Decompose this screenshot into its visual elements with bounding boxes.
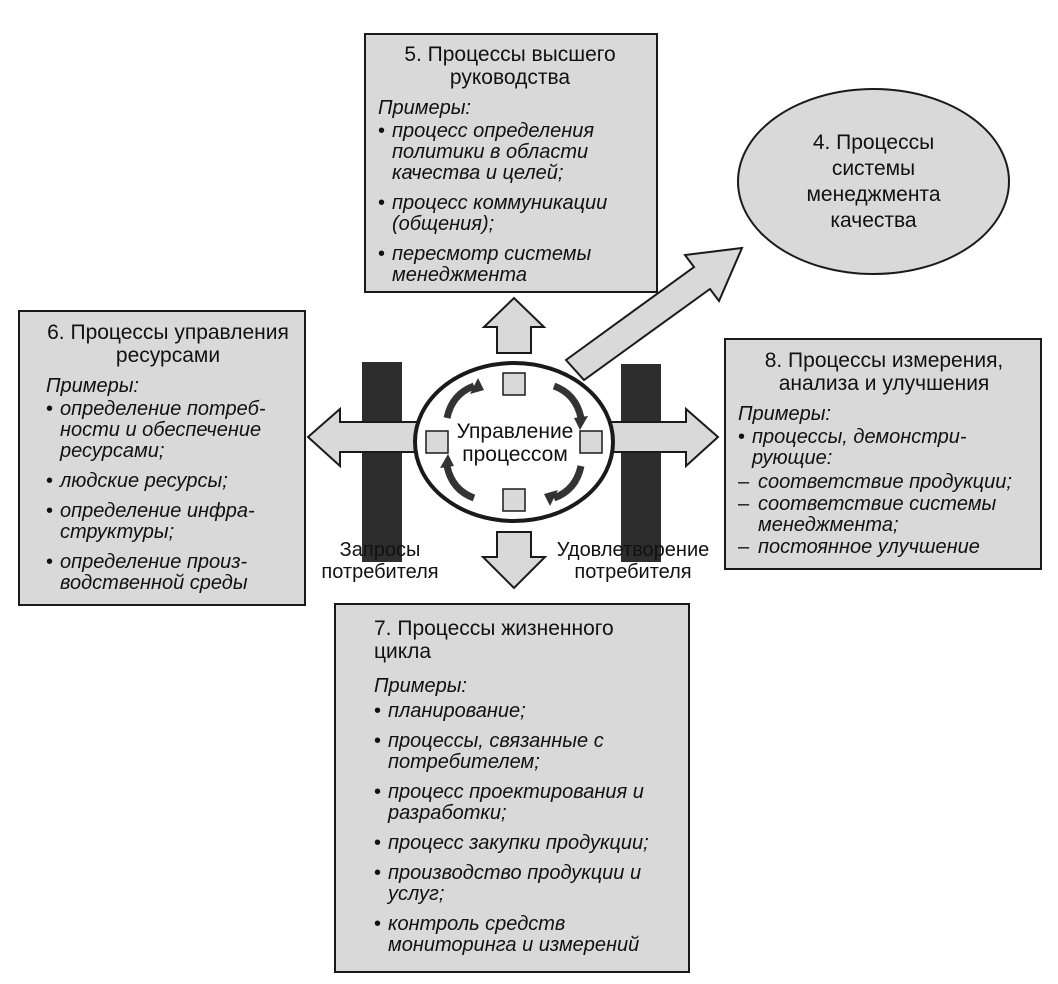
cycle-arrow-top-left <box>443 382 476 419</box>
arrow-diagonal <box>564 246 744 382</box>
center-square-bottom <box>502 488 526 512</box>
center-square-left <box>425 430 449 454</box>
bottom-box-title: 7. Процессы жизненного цикла <box>374 617 614 663</box>
list-item: людские ресурсы; <box>46 471 292 493</box>
list-item: процессы, связанные с потребителем; <box>374 731 674 773</box>
left-box-title: 6. Процессы управления ресурсами <box>47 321 289 367</box>
cycle-arrow-bottom-right <box>552 465 585 502</box>
center-ellipse <box>413 361 615 523</box>
list-item: определение инфра-структуры; <box>46 501 292 543</box>
cycle-arrow-top-right <box>552 382 585 419</box>
customer-satisfaction-label: Удовлетворение потребителя <box>556 539 710 583</box>
right-box-list: процессы, демонстри-рующие: соответствие… <box>738 427 1030 559</box>
cycle-arrowhead-bottom-left <box>440 454 454 468</box>
cycle-arrowhead-top-left <box>470 378 484 394</box>
top-box-list: процесс определения политики в области к… <box>378 121 642 286</box>
list-item: планирование; <box>374 701 674 723</box>
left-box-list: определение потреб-ности и обеспечение р… <box>46 399 292 594</box>
top-box-examples-label: Примеры: <box>378 97 471 119</box>
sub-list-item: соответствие системы менеджмента; <box>738 494 1030 536</box>
top-management-box: 5. Процессы высшего руководства Примеры:… <box>364 33 658 293</box>
top-box-title: 5. Процессы высшего руководства <box>404 43 616 89</box>
ellipse-title: 4. Процессы системы менеджмента качества <box>806 130 941 232</box>
sub-list-item: постоянное улучшение <box>738 537 1030 559</box>
cycle-arrow-bottom-left <box>443 465 476 502</box>
left-dark-bar <box>362 362 402 562</box>
list-item: определение произ-водственной среды <box>46 552 292 594</box>
sub-list-item: соответствие продукции; <box>738 472 1030 494</box>
list-item: процесс коммуникации (общения); <box>378 193 642 235</box>
right-dark-bar <box>621 364 661 562</box>
right-box-examples-label: Примеры: <box>738 403 831 425</box>
list-item: процесс закупки продукции; <box>374 833 674 855</box>
list-item: производство продукции и услуг; <box>374 863 674 905</box>
measurement-box: 8. Процессы измерения, анализа и улучшен… <box>724 338 1042 570</box>
center-label: Управление процессом <box>456 420 574 466</box>
center-square-right <box>579 430 603 454</box>
center-square-top <box>502 372 526 396</box>
arrow-down <box>480 531 548 590</box>
list-item: процесс определения политики в области к… <box>378 121 642 184</box>
arrow-up <box>481 296 547 354</box>
cycle-arrowhead-top-right <box>574 416 588 430</box>
right-box-title: 8. Процессы измерения, анализа и улучшен… <box>764 349 1004 395</box>
left-box-examples-label: Примеры: <box>46 375 139 397</box>
list-item: определение потреб-ности и обеспечение р… <box>46 399 292 462</box>
list-item: контроль средств мониторинга и измерений <box>374 914 674 956</box>
list-item: процесс проектирования и разработки; <box>374 782 674 824</box>
quality-system-ellipse: 4. Процессы системы менеджмента качества <box>737 88 1010 275</box>
list-item: процессы, демонстри-рующие: <box>738 427 1030 469</box>
resource-management-box: 6. Процессы управления ресурсами Примеры… <box>18 310 306 606</box>
cycle-arrowhead-bottom-right <box>544 490 558 506</box>
bottom-box-examples-label: Примеры: <box>374 675 467 697</box>
list-item: пересмотр системы менеджмента <box>378 244 642 286</box>
bottom-box-list: планирование; процессы, связанные с потр… <box>374 701 674 956</box>
customer-requirements-label: Запросы потребителя <box>321 539 439 583</box>
lifecycle-box: 7. Процессы жизненного цикла Примеры: пл… <box>334 603 690 973</box>
